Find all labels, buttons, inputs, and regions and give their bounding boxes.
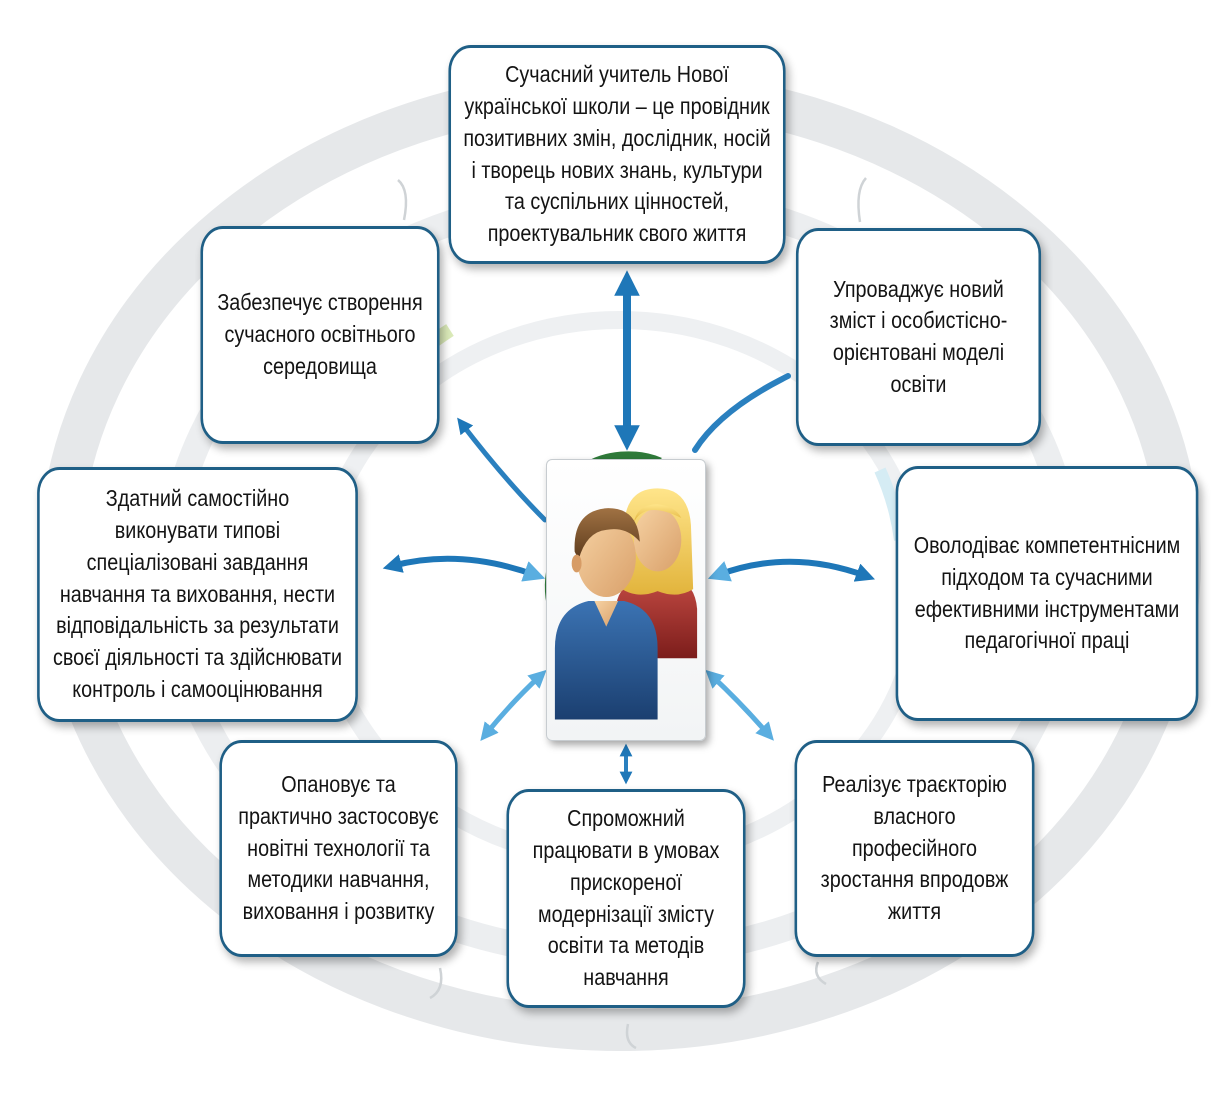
arrow-lower-left <box>480 669 547 741</box>
box-lower-right-text: Реалізує траєкторію власного професійног… <box>820 771 1009 925</box>
arrow-left <box>382 554 546 582</box>
people-icon <box>546 459 706 741</box>
box-right-text: Оволодіває компетентнісним підходом та с… <box>913 532 1181 654</box>
box-lower-left: Опановує та практично застосовує новітні… <box>219 740 458 957</box>
box-left: Здатний самостійно виконувати типові спе… <box>37 467 358 722</box>
arrow-upper-right <box>692 373 791 453</box>
arrow-lower-right <box>705 669 774 741</box>
box-top: Сучасний учитель Нової української школи… <box>448 45 786 264</box>
box-upper-right: Упроваджує новий зміст і особистісно-орі… <box>795 228 1042 446</box>
box-top-text: Сучасний учитель Нової української школи… <box>463 61 771 246</box>
connector-brackets <box>397 177 867 1050</box>
box-bottom-text: Спроможний працювати в умовах прискорено… <box>532 805 720 990</box>
box-upper-left-text: Забезпечує створення сучасного освітньог… <box>217 289 423 379</box>
arrow-upper-left <box>457 417 548 523</box>
box-lower-left-text: Опановує та практично застосовує новітні… <box>238 771 439 925</box>
box-upper-right-text: Упроваджує новий зміст і особистісно-орі… <box>829 275 1008 397</box>
arrow-right <box>707 558 876 582</box>
box-upper-left: Забезпечує створення сучасного освітньог… <box>200 226 440 444</box>
box-bottom: Спроможний працювати в умовах прискорено… <box>506 789 746 1008</box>
box-lower-right: Реалізує траєкторію власного професійног… <box>794 740 1035 957</box>
box-left-text: Здатний самостійно виконувати типові спе… <box>52 485 343 702</box>
arrows <box>382 270 876 785</box>
box-right: Оволодіває компетентнісним підходом та с… <box>895 466 1199 721</box>
